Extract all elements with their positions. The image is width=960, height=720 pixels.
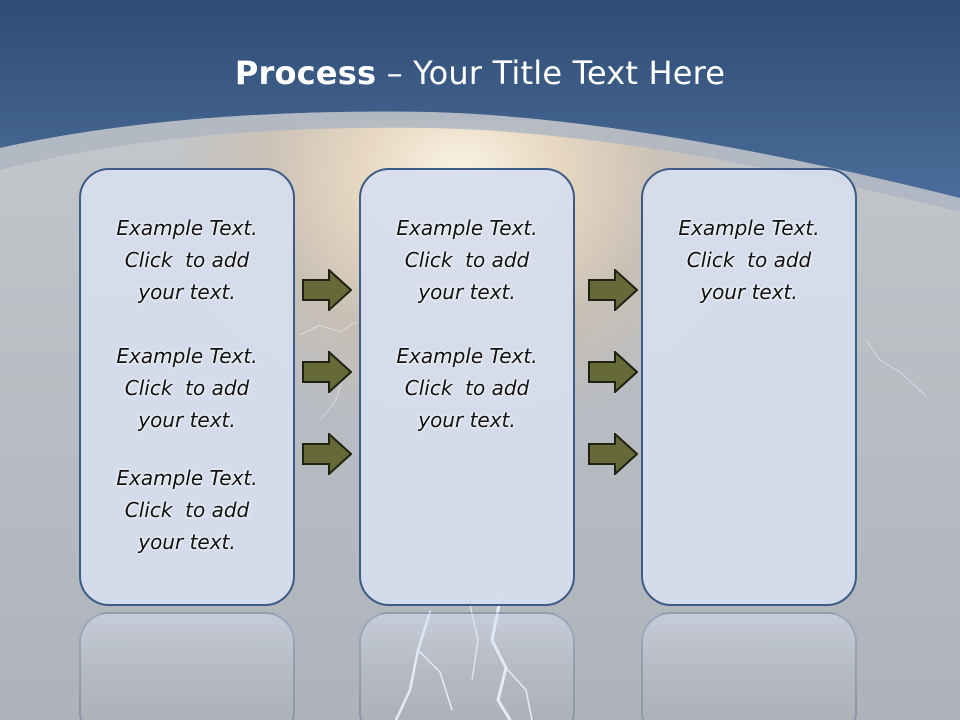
text-line: Example Text.: [116, 216, 258, 240]
text-line: your text.: [700, 280, 798, 304]
text-line: Click to add: [686, 248, 812, 272]
text-line: Click to add: [124, 498, 250, 522]
text-block[interactable]: Example Text. Click to add your text.: [361, 212, 573, 308]
header-band: [0, 0, 960, 198]
text-line: Example Text.: [678, 216, 820, 240]
text-line: Example Text.: [116, 344, 258, 368]
title-rest: – Your Title Text Here: [376, 54, 726, 92]
text-block[interactable]: Example Text. Click to add your text.: [81, 212, 293, 308]
text-line: Click to add: [404, 376, 530, 400]
box-reflection: [641, 612, 857, 720]
text-line: your text.: [138, 530, 236, 554]
text-line: Example Text.: [396, 216, 538, 240]
box-reflection: [359, 612, 575, 720]
text-line: your text.: [138, 408, 236, 432]
right-arrow-icon[interactable]: [302, 351, 352, 393]
text-block[interactable]: Example Text. Click to add your text.: [81, 462, 293, 558]
process-box-1[interactable]: Example Text. Click to add your text. Exam…: [79, 168, 295, 606]
text-block[interactable]: Example Text. Click to add your text.: [643, 212, 855, 308]
process-box-2[interactable]: Example Text. Click to add your text. Exam…: [359, 168, 575, 606]
text-block[interactable]: Example Text. Click to add your text.: [361, 340, 573, 436]
text-line: your text.: [418, 408, 516, 432]
title-bold: Process: [234, 54, 377, 92]
box-reflection: [79, 612, 295, 720]
text-line: Click to add: [124, 248, 250, 272]
process-box-3[interactable]: Example Text. Click to add your text.: [641, 168, 857, 606]
slide-title[interactable]: Process – Your Title Text Here: [0, 54, 960, 92]
right-arrow-icon[interactable]: [302, 269, 352, 311]
text-block[interactable]: Example Text. Click to add your text.: [81, 340, 293, 436]
right-arrow-icon[interactable]: [588, 433, 638, 475]
text-line: your text.: [418, 280, 516, 304]
text-line: your text.: [138, 280, 236, 304]
text-line: Click to add: [124, 376, 250, 400]
right-arrow-icon[interactable]: [588, 269, 638, 311]
right-arrow-icon[interactable]: [302, 433, 352, 475]
text-line: Click to add: [404, 248, 530, 272]
right-arrow-icon[interactable]: [588, 351, 638, 393]
text-line: Example Text.: [116, 466, 258, 490]
text-line: Example Text.: [396, 344, 538, 368]
header-swoosh: [0, 111, 960, 212]
